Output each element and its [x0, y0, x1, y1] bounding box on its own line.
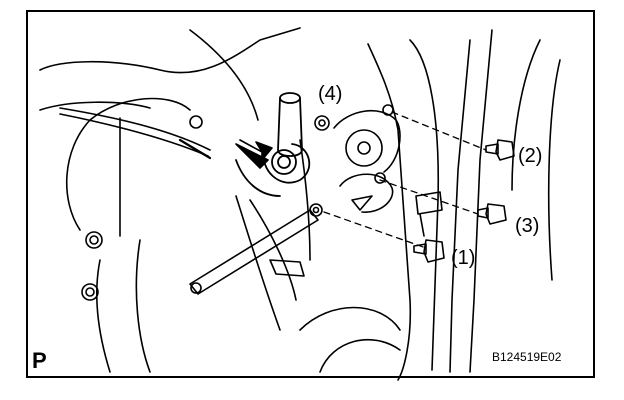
leader-lines — [323, 111, 487, 249]
callout-4: (4) — [318, 83, 343, 105]
regulator-gear — [309, 104, 401, 217]
door-panel-outline — [39, 27, 561, 381]
regulator-arm — [189, 139, 319, 331]
callout-1: (1) — [451, 247, 476, 269]
figure-code: B124519E02 — [492, 350, 562, 364]
door-bracket — [415, 191, 443, 237]
bolt-icon — [485, 139, 515, 161]
illustration-frame — [26, 10, 595, 378]
view-letter: P — [32, 348, 47, 373]
callout-3: (3) — [515, 215, 540, 237]
cables — [59, 107, 212, 237]
bolt-icon — [477, 203, 507, 225]
arrow-icon — [235, 139, 273, 169]
callout-2: (2) — [518, 145, 543, 167]
access-holes — [81, 115, 203, 301]
bolt-icon — [413, 239, 445, 263]
